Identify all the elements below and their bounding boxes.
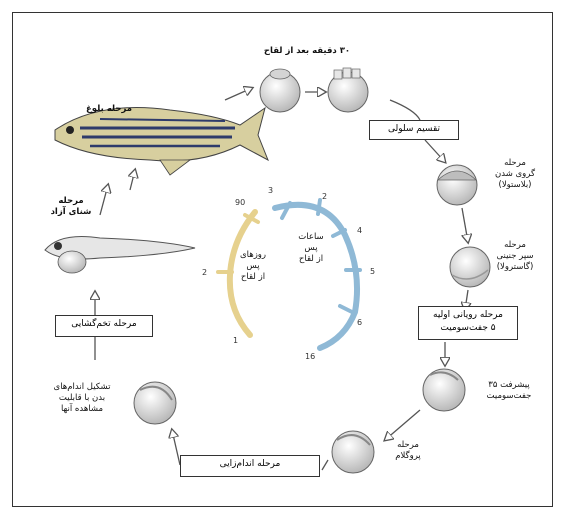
hour-tick: 5	[370, 267, 375, 276]
label-somite-5: پیشرفت ۳۵ جفت‌سومیت	[470, 380, 548, 402]
day-tick: 90	[235, 198, 245, 207]
label-organs-visible: تشکیل اندام‌های بدن با قابلیت مشاهده آنه…	[38, 382, 126, 415]
label-gastrula: مرحله سپر جنینی (گاسترولا)	[484, 240, 546, 273]
day-tick: 1	[233, 336, 238, 345]
label-days-after: روزهای پس از لقاح	[232, 250, 274, 283]
adult-zebrafish	[55, 108, 268, 176]
label-hours-after: ساعات پس از لقاح	[286, 232, 336, 265]
free-swim-larva	[45, 237, 195, 274]
box-cleavage: تقسیم سلولی	[369, 120, 459, 140]
box-segmentation: مرحله اندام‌زایی	[180, 455, 320, 477]
label-adult: مرحله بلوغ	[64, 104, 154, 115]
day-tick: 2	[202, 268, 207, 277]
label-top-stage: ۳۰ دقیقه بعد از لقاح	[252, 46, 362, 57]
hour-tick: 2	[322, 192, 327, 201]
label-free-swim: مرحله شنای آزاد	[36, 196, 106, 218]
box-hatching: مرحله تخم‌گشایی	[55, 315, 153, 337]
hour-tick: 6	[357, 318, 362, 327]
embryo-somite-5	[423, 369, 465, 411]
embryo-organs	[134, 382, 176, 424]
hours-arc	[275, 200, 360, 348]
hour-tick: 4	[357, 226, 362, 235]
embryo-blastula	[437, 165, 477, 205]
embryo-cleavage	[328, 68, 368, 112]
embryo-proglam	[332, 431, 374, 473]
box-somite-early: مرحله رویانی اولیه ۵ جفت‌سومیت	[418, 306, 518, 340]
label-blastula: مرحله گروی شدن (بلاستولا)	[484, 158, 546, 191]
embryo-1cell	[260, 69, 300, 112]
hour-tick: 3	[268, 186, 273, 195]
label-proglam: مرحله پروگلام	[378, 440, 438, 462]
hour-tick: 16	[305, 352, 315, 361]
